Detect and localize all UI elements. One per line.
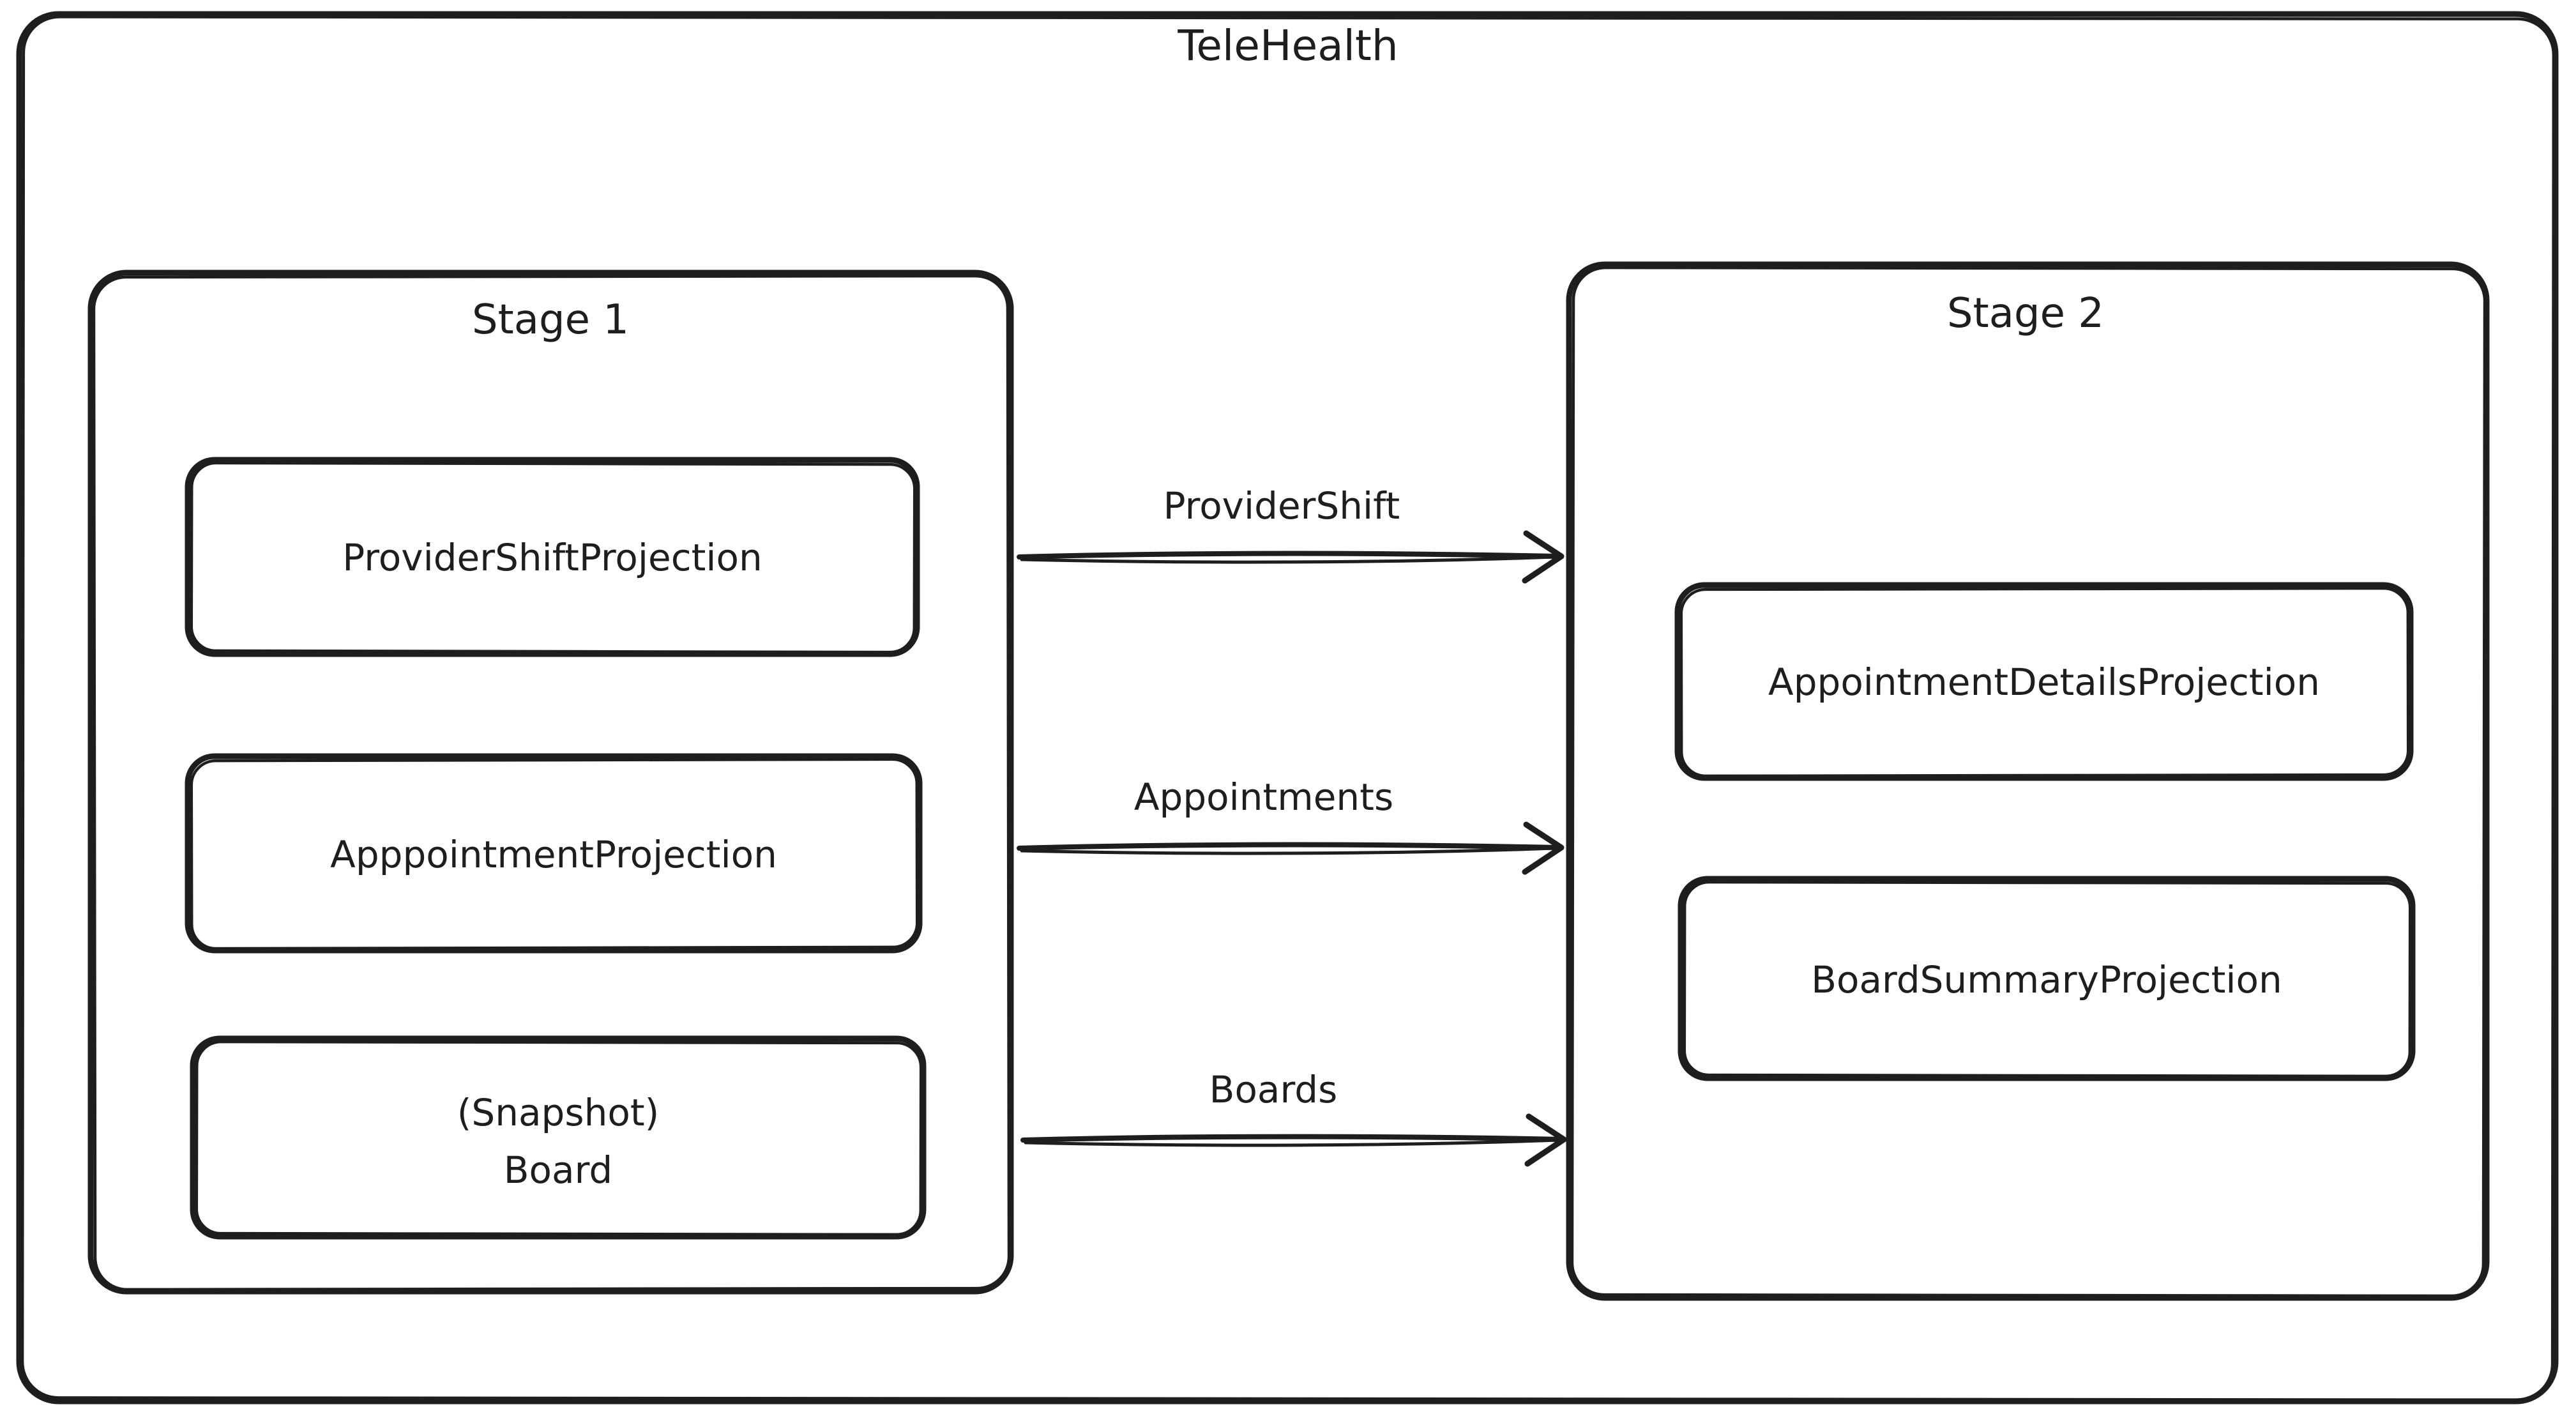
arrow-boards-label: Boards — [1209, 1068, 1338, 1111]
arrow-boards-shaft — [1020, 1134, 1562, 1143]
arrow-provider-shift-label: ProviderShift — [1163, 484, 1400, 528]
stage-1-box-sketch-pass — [92, 274, 1011, 1291]
node-appointment-details-projection-sketch-pass — [1679, 586, 2410, 778]
arrow-provider-shift-head — [1522, 530, 1565, 584]
node-board-summary-projection — [1678, 876, 2416, 1081]
node-snapshot-board — [190, 1035, 927, 1240]
telehealth-box-sketch-pass — [20, 15, 2556, 1401]
arrow-provider-shift-shaft-sketch-pass — [1020, 555, 1556, 564]
stage-2-label: Stage 2 — [1947, 290, 2104, 337]
arrow-boards-shaft-sketch-pass — [1024, 1138, 1559, 1147]
node-provider-shift-projection — [185, 457, 920, 657]
arrow-provider-shift: ProviderShift — [1017, 484, 1565, 584]
diagram-title-text: TeleHealth — [1177, 21, 1398, 70]
node-snapshot-board-label-line1: (Snapshot) — [457, 1091, 659, 1134]
arrow-boards: Boards — [1020, 1068, 1567, 1167]
stage-2-container: Stage 2 AppointmentDetailsProjection Boa… — [1566, 261, 2490, 1301]
node-appointment-details-projection-label: AppointmentDetailsProjection — [1768, 660, 2320, 704]
arrow-appointments-head — [1522, 821, 1565, 875]
arrow-provider-shift-shaft — [1017, 551, 1559, 560]
node-snapshot-board-sketch-pass — [195, 1040, 923, 1237]
node-provider-shift-projection-sketch-pass — [190, 461, 916, 654]
arrow-appointments: Appointments — [1017, 775, 1565, 875]
stage-2-box-sketch-pass — [1570, 266, 2487, 1298]
node-appointment-details-projection — [1674, 582, 2414, 781]
arrow-appointments-label: Appointments — [1134, 775, 1393, 819]
node-apppointment-projection-label: ApppointmentProjection — [330, 833, 777, 876]
arrow-boards-head — [1524, 1113, 1567, 1167]
node-snapshot-board-label-line2: Board — [504, 1148, 612, 1192]
node-board-summary-projection-label: BoardSummaryProjection — [1811, 958, 2282, 1001]
stage-1-label: Stage 1 — [472, 296, 629, 344]
stage-1-container: Stage 1 ProviderShiftProjection Apppoint… — [87, 270, 1014, 1295]
node-apppointment-projection — [185, 753, 923, 954]
stage-2-box — [1566, 261, 2490, 1301]
arrow-appointments-shaft — [1017, 842, 1559, 851]
node-board-summary-projection-sketch-pass — [1683, 880, 2412, 1078]
node-provider-shift-projection-label: ProviderShiftProjection — [342, 536, 762, 579]
node-apppointment-projection-sketch-pass — [190, 757, 919, 950]
arrow-appointments-shaft-sketch-pass — [1020, 846, 1556, 855]
